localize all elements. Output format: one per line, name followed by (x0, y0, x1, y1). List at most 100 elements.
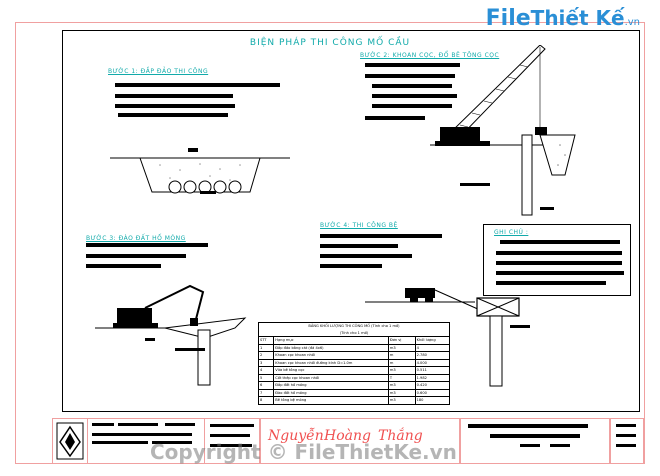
table-cell: m (387, 351, 416, 360)
step2-heading: BƯỚC 2: KHOAN CỌC, ĐỔ BÊ TÔNG CỌC (360, 52, 500, 59)
text-line (115, 94, 233, 98)
title-block-text (210, 434, 250, 437)
title-block-text (616, 434, 636, 437)
title-block-text (550, 444, 570, 447)
table-cell: Đắp đất hố móng (273, 381, 389, 390)
logo-rest: Thiết Kế (530, 6, 625, 30)
table-header: STT (257, 336, 275, 345)
title-block-text (92, 423, 114, 426)
text-line (118, 113, 228, 117)
text-line (496, 251, 622, 255)
text-line (115, 83, 280, 87)
notes-box (483, 224, 631, 296)
text-line (365, 116, 425, 120)
text-line (86, 264, 161, 268)
text-line (496, 271, 624, 275)
table-cell: m (387, 358, 416, 367)
text-line (372, 94, 457, 98)
text-line (320, 254, 412, 258)
title-block-text (165, 423, 195, 426)
table-cell: m3 (387, 381, 416, 390)
logo-vn: .vn (624, 17, 640, 28)
table-header: Hạng mục (273, 336, 389, 345)
title-block-cell (460, 418, 610, 464)
table-header: Đơn vị (387, 336, 416, 345)
table-cell: 5 (257, 373, 275, 382)
title-block-text (118, 423, 158, 426)
table-cell: 8 (257, 396, 275, 405)
step1-heading: BƯỚC 1: ĐẮP ĐẢO THI CÔNG (108, 68, 209, 75)
text-line (496, 261, 622, 265)
site-logo[interactable]: FileThiết Kế.vn (486, 6, 640, 31)
table-cell: 1.982 (414, 373, 451, 382)
text-line (372, 84, 452, 88)
signature: Nguyễn (268, 428, 324, 444)
drawing-inner-frame (62, 30, 640, 412)
logo-file: File (485, 6, 531, 31)
table-cell: 2 (257, 351, 275, 360)
table-heading: BẢNG KHỐI LƯỢNG THI CÔNG MỐ (Tính cho 1 … (258, 322, 450, 330)
table-cell: 1 (257, 343, 275, 352)
company-emblem-icon (56, 422, 84, 460)
text-line (115, 104, 235, 108)
text-line (372, 104, 452, 108)
table-cell: 4.000 (414, 358, 451, 367)
table-cell: 180 (414, 396, 451, 405)
table-cell: Đắp đảo bằng cát (đá 4x6) (273, 343, 389, 352)
signature: Thắng (378, 428, 423, 444)
table-subheading: (Tính cho 1 mố) (258, 329, 450, 337)
table-cell: 4 (414, 343, 451, 352)
step3-excavator-drawing (95, 284, 247, 386)
text-line (365, 74, 455, 78)
table-cell: m3 (387, 388, 416, 397)
notes-heading: GHI CHÚ : (494, 229, 529, 236)
table-cell: Khoan cọc khoan nhồi đường kính D=1.0m (273, 358, 389, 367)
watermark: Copyright © FileThietKe.vn (150, 440, 457, 464)
text-line (500, 240, 620, 244)
title-block-text (92, 433, 192, 436)
title-block-cell (204, 418, 260, 464)
signature: Hoàng (324, 428, 371, 444)
title-block-text (616, 444, 636, 447)
text-line (320, 244, 398, 248)
step1-island-drawing (110, 148, 290, 194)
title-block-signature-cell (260, 418, 460, 464)
table-cell: T (387, 373, 416, 382)
table-cell: 7 (257, 388, 275, 397)
title-block-text (490, 434, 580, 438)
step4-heading: BƯỚC 4: THI CÔNG BỆ (320, 222, 398, 229)
table-cell: m3 (387, 396, 416, 405)
text-line (86, 254, 186, 258)
table-cell: Khoan cọc khoan nhồi (273, 351, 389, 360)
title-block-text (152, 441, 192, 444)
quantity-table: BẢNG KHỐI LƯỢNG THI CÔNG MỐ (Tính cho 1 … (257, 322, 451, 405)
table-cell: 0.600 (414, 388, 451, 397)
text-line (320, 264, 382, 268)
table-cell: m3 (387, 343, 416, 352)
table-cell: Bê tông bệ móng (273, 396, 389, 405)
page-title: BIỆN PHÁP THI CÔNG MỐ CẦU (249, 38, 411, 48)
table-cell: Vữa bê tông cọc (273, 366, 389, 375)
text-line (496, 281, 606, 285)
table-cell: 6 (257, 381, 275, 390)
title-block-text (616, 424, 636, 427)
step3-heading: BƯỚC 3: ĐÀO ĐẤT HỐ MÓNG (86, 235, 186, 242)
text-line (365, 63, 460, 67)
table-cell: 0.420 (414, 381, 451, 390)
table-cell: Cốt thép cọc khoan nhồi (273, 373, 389, 382)
table-cell: Đào đất hố móng (273, 388, 389, 397)
title-block-cell (610, 418, 644, 464)
title-block-text (210, 444, 252, 447)
title-block-text (468, 424, 588, 428)
text-line (320, 234, 442, 238)
title-block-text (92, 441, 148, 444)
table-cell: m3 (387, 366, 416, 375)
text-line (86, 243, 208, 247)
